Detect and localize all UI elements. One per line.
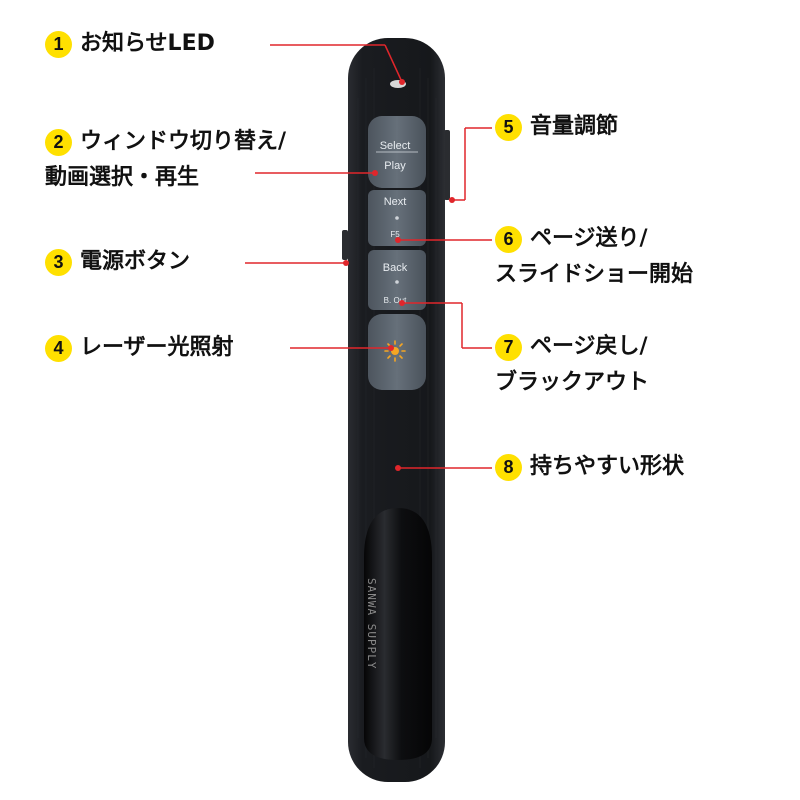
callout-number: 5 bbox=[495, 114, 522, 141]
callout-3: 3 電源ボタン bbox=[45, 249, 190, 280]
callout-4: 4 レーザー光照射 bbox=[45, 335, 234, 366]
select-label: Select bbox=[379, 140, 411, 152]
callout-text: 持ちやすい形状 bbox=[530, 454, 685, 479]
callout-7: 7 ページ戻し/ ブラックアウト bbox=[495, 334, 649, 401]
back-label: Back bbox=[382, 262, 408, 274]
next-label: Next bbox=[383, 196, 407, 208]
callout-text: スライドショー開始 bbox=[495, 262, 694, 287]
volume-button-side bbox=[444, 130, 450, 200]
f5-label: F5 bbox=[390, 230, 400, 239]
callout-5: 5 音量調節 bbox=[495, 114, 618, 145]
callout-2: 2 ウィンドウ切り替え/ 動画選択・再生 bbox=[45, 129, 286, 196]
callout-1: 1 お知らせLED bbox=[45, 31, 215, 62]
callout-text: ブラックアウト bbox=[495, 370, 650, 395]
callout-number: 2 bbox=[45, 129, 72, 156]
callout-number: 3 bbox=[45, 249, 72, 276]
sun-icon bbox=[384, 340, 406, 362]
bout-label: B. Out bbox=[383, 296, 407, 305]
callout-number: 7 bbox=[495, 334, 522, 361]
callout-number: 1 bbox=[45, 31, 72, 58]
callout-text: 動画選択・再生 bbox=[45, 165, 200, 190]
callout-6: 6 ページ送り/ スライドショー開始 bbox=[495, 226, 693, 293]
power-button-side bbox=[342, 230, 348, 260]
callout-number: 6 bbox=[495, 226, 522, 253]
callout-text: ページ戻し/ bbox=[530, 334, 648, 359]
callout-text: 電源ボタン bbox=[80, 249, 191, 274]
presenter-device bbox=[342, 38, 450, 782]
callout-text: 音量調節 bbox=[530, 114, 619, 139]
play-label: Play bbox=[384, 160, 406, 172]
callout-number: 8 bbox=[495, 454, 522, 481]
callout-text: ページ送り/ bbox=[530, 226, 648, 251]
callout-number: 4 bbox=[45, 335, 72, 362]
callout-text: お知らせLED bbox=[80, 31, 215, 56]
callout-8: 8 持ちやすい形状 bbox=[495, 454, 684, 485]
callout-text: レーザー光照射 bbox=[80, 335, 234, 360]
callout-text: ウィンドウ切り替え/ bbox=[80, 129, 287, 154]
